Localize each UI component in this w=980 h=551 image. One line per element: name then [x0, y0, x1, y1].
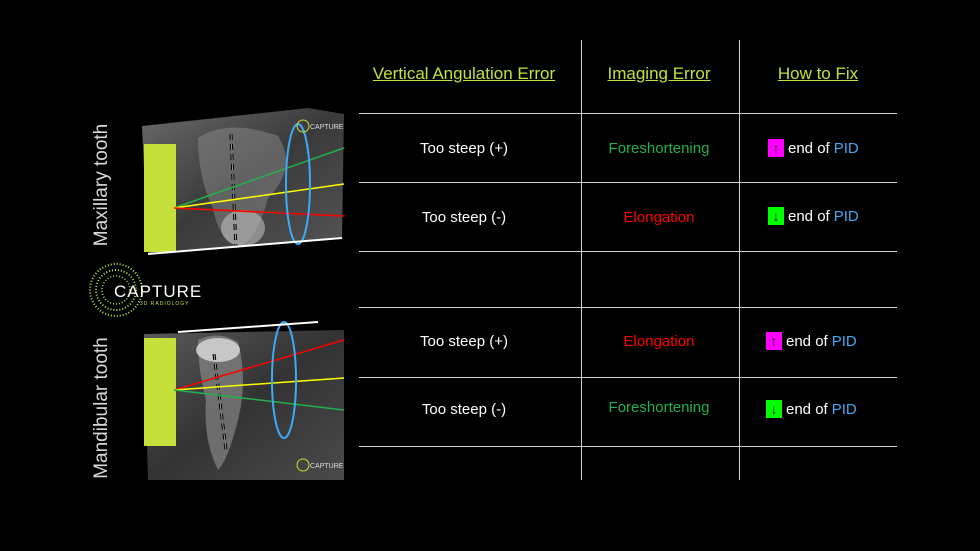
fix-instruction: ↓ end of PID: [766, 400, 857, 418]
table-divider: [359, 307, 897, 308]
table-cell-error: Too steep (+): [420, 333, 508, 350]
table-divider: [359, 377, 897, 378]
fix-instruction: ↓ end of PID: [768, 207, 859, 225]
fix-pid: PID: [833, 207, 859, 225]
table-divider: [359, 182, 897, 183]
fix-text: end of: [786, 400, 828, 418]
fix-instruction: ↑ end of PID: [768, 139, 859, 157]
fix-instruction: ↑ end of PID: [766, 332, 857, 350]
header-imaging-error: Imaging Error: [607, 64, 711, 83]
logo-text: CAPTURE: [114, 282, 203, 301]
fix-pid: PID: [833, 139, 859, 157]
mandibular-xray-image: CAPTURE: [144, 321, 344, 480]
capture-logo-icon: [89, 263, 143, 317]
table-cell-imaging: Foreshortening: [608, 399, 710, 416]
table-cell-imaging: Elongation: [623, 333, 695, 350]
header-vertical-angulation-error: Vertical Angulation Error: [372, 64, 556, 83]
down-arrow-icon: ↓: [766, 400, 782, 418]
maxillary-label: Maxillary tooth: [91, 123, 112, 247]
header-how-to-fix: How to Fix: [777, 64, 859, 83]
maxillary-xray-image: CAPTURE: [142, 108, 344, 255]
fix-pid: PID: [831, 332, 857, 350]
table-divider: [581, 40, 582, 480]
table-cell-error: Too steep (-): [421, 401, 507, 418]
sensor-icon: [144, 338, 176, 446]
fix-text: end of: [788, 207, 830, 225]
sensor-icon: [144, 144, 176, 252]
up-arrow-icon: ↑: [766, 332, 782, 350]
table-cell-error: Too steep (+): [420, 140, 508, 157]
fix-text: end of: [788, 139, 830, 157]
fix-pid: PID: [831, 400, 857, 418]
down-arrow-icon: ↓: [768, 207, 784, 225]
table-divider: [739, 40, 740, 480]
fix-text: end of: [786, 332, 828, 350]
table-divider: [359, 113, 897, 114]
svg-text:CAPTURE: CAPTURE: [310, 124, 344, 131]
table-divider: [359, 446, 897, 447]
table-cell-error: Too steep (-): [421, 209, 507, 226]
logo-subtext: 3D RADIOLOGY: [140, 301, 190, 307]
table-cell-imaging: Foreshortening: [608, 140, 710, 157]
table-cell-imaging: Elongation: [623, 209, 695, 226]
mandibular-label: Mandibular tooth: [91, 337, 112, 479]
table-divider: [359, 251, 897, 252]
up-arrow-icon: ↑: [768, 139, 784, 157]
svg-text:CAPTURE: CAPTURE: [310, 463, 344, 470]
